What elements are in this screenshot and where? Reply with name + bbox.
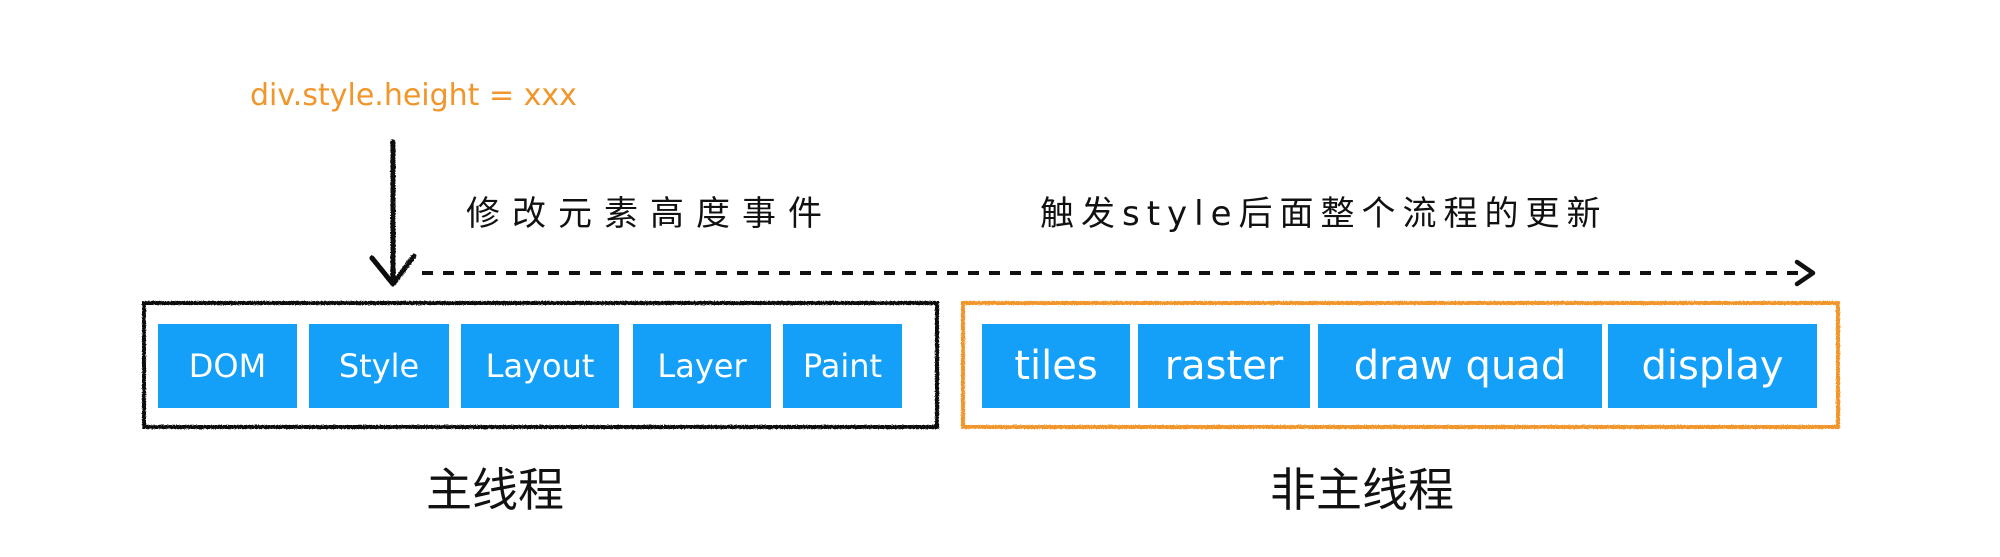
non-main-thread-group-border <box>961 301 1840 429</box>
stage-label: draw quad <box>1353 343 1567 389</box>
main-thread-label: 主线程 <box>426 463 564 517</box>
stage-draw-quad: draw quad <box>1318 324 1602 408</box>
stage-display: display <box>1608 324 1817 408</box>
main-thread-group-border <box>142 301 939 429</box>
stage-label: tiles <box>1014 343 1098 389</box>
trigger-annotation: 触发style后面整个流程的更新 <box>1040 194 1608 234</box>
code-label: div.style.height = xxx <box>250 78 577 113</box>
non-main-thread-label: 非主线程 <box>1270 463 1454 517</box>
stage-label: Paint <box>802 347 883 385</box>
stage-label: Layer <box>657 347 747 385</box>
stage-label: raster <box>1164 343 1284 389</box>
stage-label: DOM <box>188 347 267 385</box>
stage-tiles: tiles <box>982 324 1130 408</box>
stage-label: display <box>1641 343 1784 389</box>
event-annotation: 修改元素高度事件 <box>466 194 834 234</box>
dashed-right-arrow-icon <box>422 259 1816 287</box>
stage-label: Style <box>338 347 420 385</box>
stage-raster: raster <box>1138 324 1310 408</box>
stage-style: Style <box>309 324 449 408</box>
stage-dom: DOM <box>158 324 297 408</box>
down-arrow-icon <box>369 139 417 287</box>
stage-label: Layout <box>485 347 595 385</box>
stage-layout: Layout <box>461 324 619 408</box>
stage-layer: Layer <box>633 324 771 408</box>
stage-paint: Paint <box>783 324 902 408</box>
